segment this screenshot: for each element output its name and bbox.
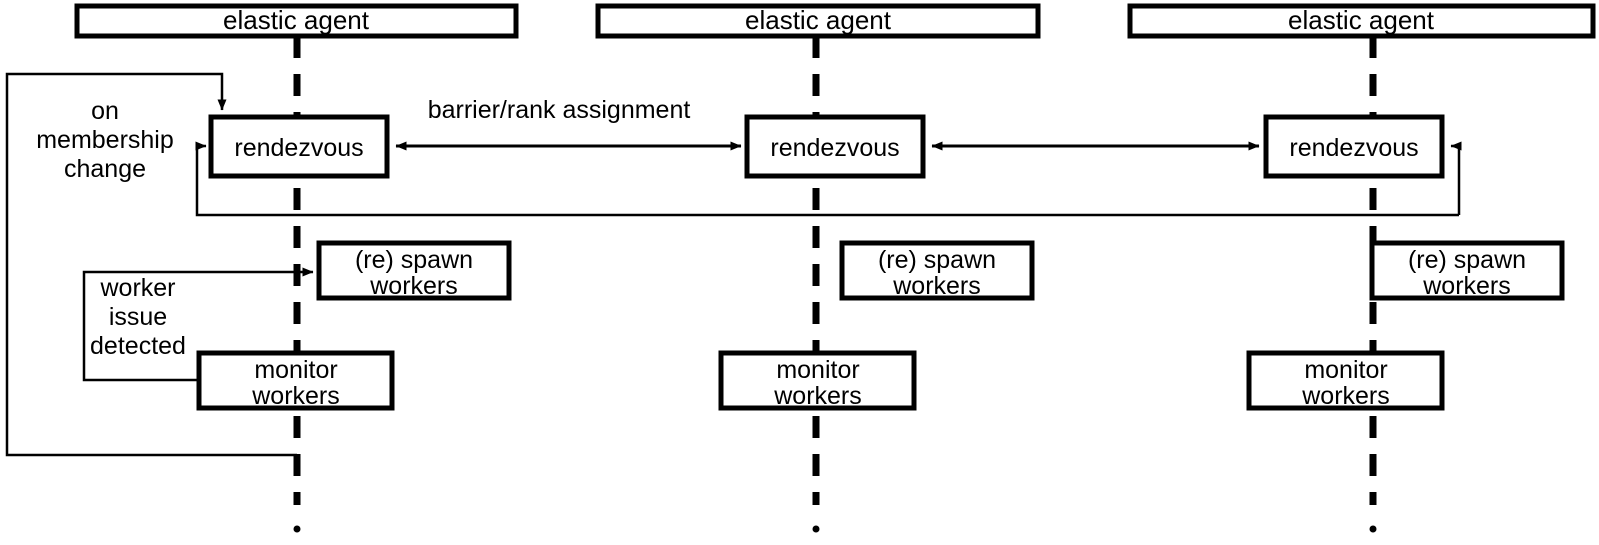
- label-barrier-rank-assignment: barrier/rank assignment: [428, 96, 691, 124]
- rendezvous-box-3[interactable]: rendezvous: [1263, 114, 1445, 179]
- monitor-workers-box-2-label-line2: workers: [773, 382, 862, 410]
- label-on-membership-change-line2: membership: [36, 126, 174, 154]
- monitor-workers-box-3[interactable]: monitor workers: [1246, 350, 1445, 411]
- agent-box-1-rect: [74, 3, 519, 39]
- lifeline-dot-agent-3: [1369, 525, 1377, 533]
- spawn-workers-box-3-label-line1: (re) spawn: [1408, 246, 1526, 274]
- label-worker-issue-detected: worker issue detected: [90, 274, 186, 360]
- spawn-workers-box-2-label-line1: (re) spawn: [878, 246, 996, 274]
- spawn-workers-box-3-rect: [1369, 240, 1565, 301]
- connector-on-membership-change: [5, 72, 297, 457]
- label-worker-issue-detected-line2: issue: [109, 303, 167, 331]
- label-on-membership-change-line3: change: [64, 155, 146, 183]
- rendezvous-box-3-rect: [1263, 114, 1445, 179]
- monitor-workers-box-2[interactable]: monitor workers: [718, 350, 917, 411]
- monitor-workers-box-2-label-line1: monitor: [776, 356, 859, 384]
- label-worker-issue-detected-line1: worker: [99, 274, 175, 302]
- monitor-workers-box-2-rect: [718, 350, 917, 411]
- monitor-workers-box-1-label-line1: monitor: [254, 356, 337, 384]
- spawn-workers-box-2-label-line2: workers: [892, 272, 981, 300]
- rendezvous-box-1-label: rendezvous: [234, 134, 363, 162]
- spawn-workers-box-1[interactable]: (re) spawn workers: [316, 240, 512, 301]
- spawn-workers-box-1-label-line2: workers: [369, 272, 458, 300]
- agent-box-3-rect: [1127, 3, 1596, 39]
- rendezvous-box-3-label: rendezvous: [1289, 134, 1418, 162]
- agent-box-3[interactable]: elastic agent: [1127, 3, 1596, 39]
- monitor-workers-box-3-rect: [1246, 350, 1445, 411]
- spawn-workers-box-3-label-line2: workers: [1422, 272, 1511, 300]
- monitor-workers-box-1[interactable]: monitor workers: [196, 350, 395, 411]
- connector-rendezvous-bus-right: [1450, 141, 1462, 215]
- agent-box-2-label: elastic agent: [745, 5, 892, 35]
- monitor-workers-box-1-rect: [196, 350, 395, 411]
- label-on-membership-change: on membership change: [36, 97, 174, 183]
- connector-worker-issue-detected: [82, 267, 314, 382]
- lifeline-dot-agent-2: [812, 525, 820, 533]
- monitor-workers-box-3-label-line2: workers: [1301, 382, 1390, 410]
- rendezvous-box-2-label: rendezvous: [770, 134, 899, 162]
- spawn-workers-box-1-label-line1: (re) spawn: [355, 246, 473, 274]
- agent-box-3-label: elastic agent: [1288, 5, 1435, 35]
- label-on-membership-change-line1: on: [91, 97, 119, 125]
- agent-box-1-label: elastic agent: [223, 5, 370, 35]
- connector-rendezvous-bus-left: [195, 141, 1459, 217]
- label-worker-issue-detected-line3: detected: [90, 332, 186, 360]
- monitor-workers-box-1-label-line2: workers: [251, 382, 340, 410]
- agent-box-2-rect: [595, 3, 1041, 39]
- lifeline-dot-agent-1: [293, 525, 301, 533]
- spawn-workers-box-2[interactable]: (re) spawn workers: [839, 240, 1035, 301]
- spawn-workers-box-3[interactable]: (re) spawn workers: [1369, 240, 1565, 301]
- rendezvous-box-2-rect: [744, 114, 926, 179]
- agent-box-1[interactable]: elastic agent: [74, 3, 519, 39]
- spawn-workers-box-1-rect: [316, 240, 512, 301]
- rendezvous-box-1[interactable]: rendezvous: [208, 114, 390, 179]
- spawn-workers-box-2-rect: [839, 240, 1035, 301]
- monitor-workers-box-3-label-line1: monitor: [1304, 356, 1387, 384]
- rendezvous-box-2[interactable]: rendezvous: [744, 114, 926, 179]
- rendezvous-box-1-rect: [208, 114, 390, 179]
- agent-box-2[interactable]: elastic agent: [595, 3, 1041, 39]
